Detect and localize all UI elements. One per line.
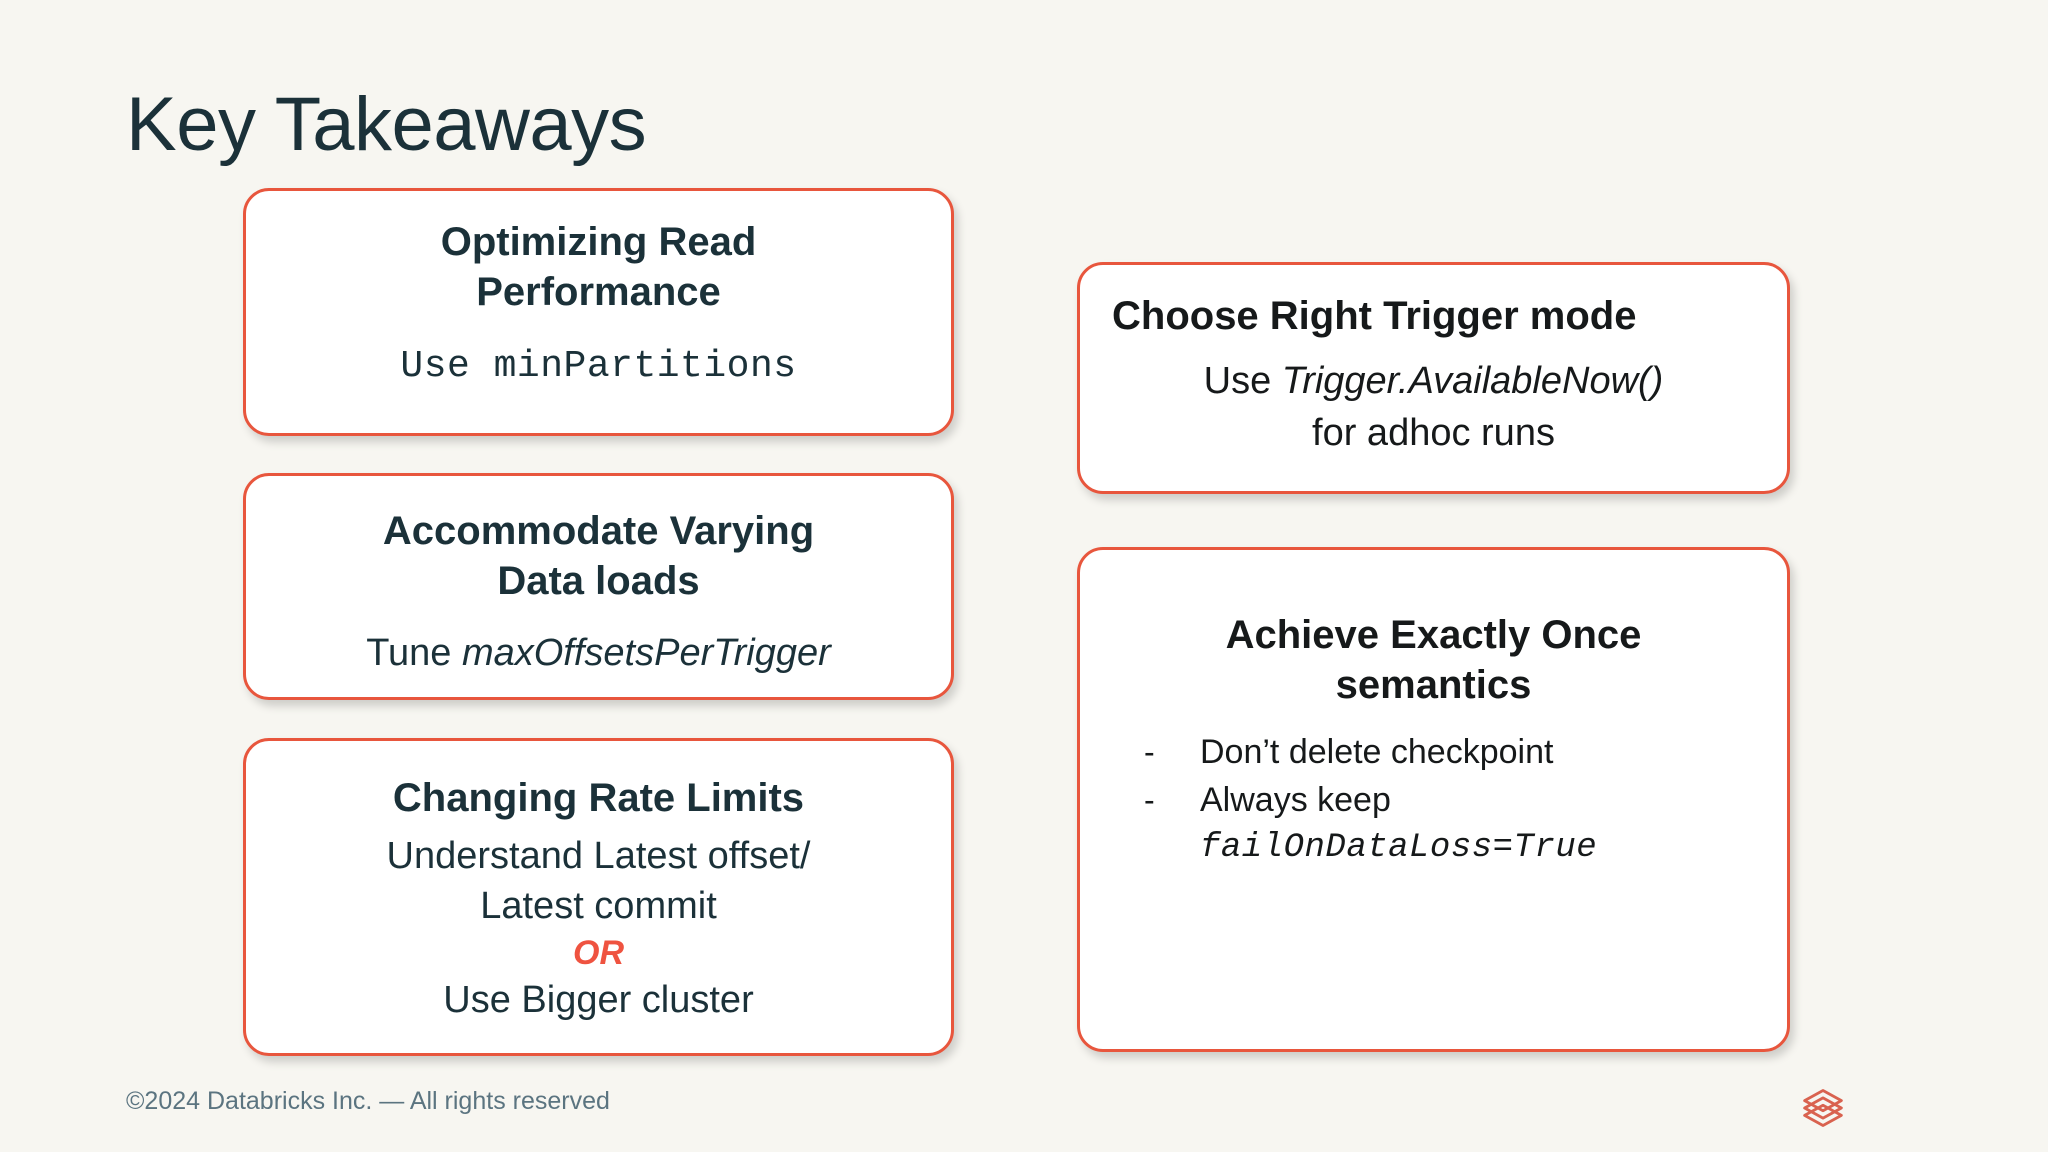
footer-copyright: ©2024 Databricks Inc. — All rights reser… [126, 1087, 610, 1115]
list-item: - Don’t delete checkpoint [1144, 728, 1757, 776]
card-heading-line-1: Choose Right Trigger mode [1112, 294, 1637, 338]
card-heading-line-2: semantics [1335, 663, 1532, 707]
card-separator-or: OR [573, 934, 624, 972]
card-heading-line-1: Achieve Exactly Once [1225, 613, 1642, 657]
card-body: Tune maxOffsetsPerTrigger [268, 628, 929, 678]
bullet-dash-icon: - [1144, 782, 1155, 818]
bullet-dash-icon: - [1144, 734, 1155, 770]
card-heading-line-1: Optimizing Read [440, 220, 757, 264]
card-body-line-1: Use Trigger.AvailableNow() [1112, 355, 1755, 407]
list-item: - Always keep failOnDataLoss=True [1144, 776, 1757, 872]
card-body-code: minPartitions [493, 345, 797, 388]
card-body-prefix: Use [400, 345, 494, 388]
right-column: Choose Right Trigger mode Use Trigger.Av… [1077, 262, 1790, 1052]
card-body-line-2: for adhoc runs [1312, 412, 1555, 454]
card-achieve-exactly-once-semantics[interactable]: Achieve Exactly Once semantics - Don’t d… [1077, 547, 1790, 1052]
card-heading-line-2: Performance [476, 270, 721, 314]
card-heading-line-1: Changing Rate Limits [392, 776, 805, 820]
card-body-line-1: Understand Latest offset/ [386, 835, 811, 877]
list-item-label: Always keep [1200, 781, 1391, 819]
card-body-api: Trigger.AvailableNow() [1281, 360, 1664, 402]
databricks-logo [1800, 1085, 1846, 1131]
page-title: Key Takeaways [126, 82, 647, 167]
list-item-text: Don’t delete checkpoint [1200, 733, 1554, 771]
card-heading: Optimizing Read Performance [276, 217, 921, 317]
spacer [268, 606, 929, 628]
card-heading: Accommodate Varying Data loads [268, 506, 929, 606]
list-item-code: failOnDataLoss=True [1200, 829, 1598, 867]
card-heading: Choose Right Trigger mode [1112, 291, 1755, 341]
card-heading-line-2: Data loads [497, 559, 700, 603]
card-accommodate-varying-data-loads[interactable]: Accommodate Varying Data loads Tune maxO… [243, 473, 954, 700]
card-body-prefix: Tune [366, 632, 462, 674]
card-body: Use Trigger.AvailableNow() for adhoc run… [1112, 355, 1755, 459]
card-optimizing-read-performance[interactable]: Optimizing Read Performance Use minParti… [243, 188, 954, 436]
card-choose-right-trigger-mode[interactable]: Choose Right Trigger mode Use Trigger.Av… [1077, 262, 1790, 494]
left-column: Optimizing Read Performance Use minParti… [243, 188, 954, 1056]
card-body-line-2: Latest commit [480, 885, 717, 927]
list-item-text: Always keep failOnDataLoss=True [1200, 776, 1757, 872]
spacer [1112, 341, 1755, 355]
card-body-prefix: Use [1203, 360, 1282, 402]
card-heading: Changing Rate Limits [272, 773, 925, 823]
card-changing-rate-limits[interactable]: Changing Rate Limits Understand Latest o… [243, 738, 954, 1056]
card-body-parameter: maxOffsetsPerTrigger [461, 632, 831, 674]
bullet-list: - Don’t delete checkpoint - Always keep … [1110, 728, 1757, 872]
card-heading-line-1: Accommodate Varying [382, 509, 815, 553]
card-heading: Achieve Exactly Once semantics [1110, 610, 1757, 710]
card-body-line-3: Use Bigger cluster [443, 979, 754, 1021]
card-body: Use minPartitions [276, 339, 921, 392]
spacer [272, 823, 925, 831]
spacer [276, 317, 921, 339]
card-body: Understand Latest offset/ Latest commit [272, 831, 925, 931]
